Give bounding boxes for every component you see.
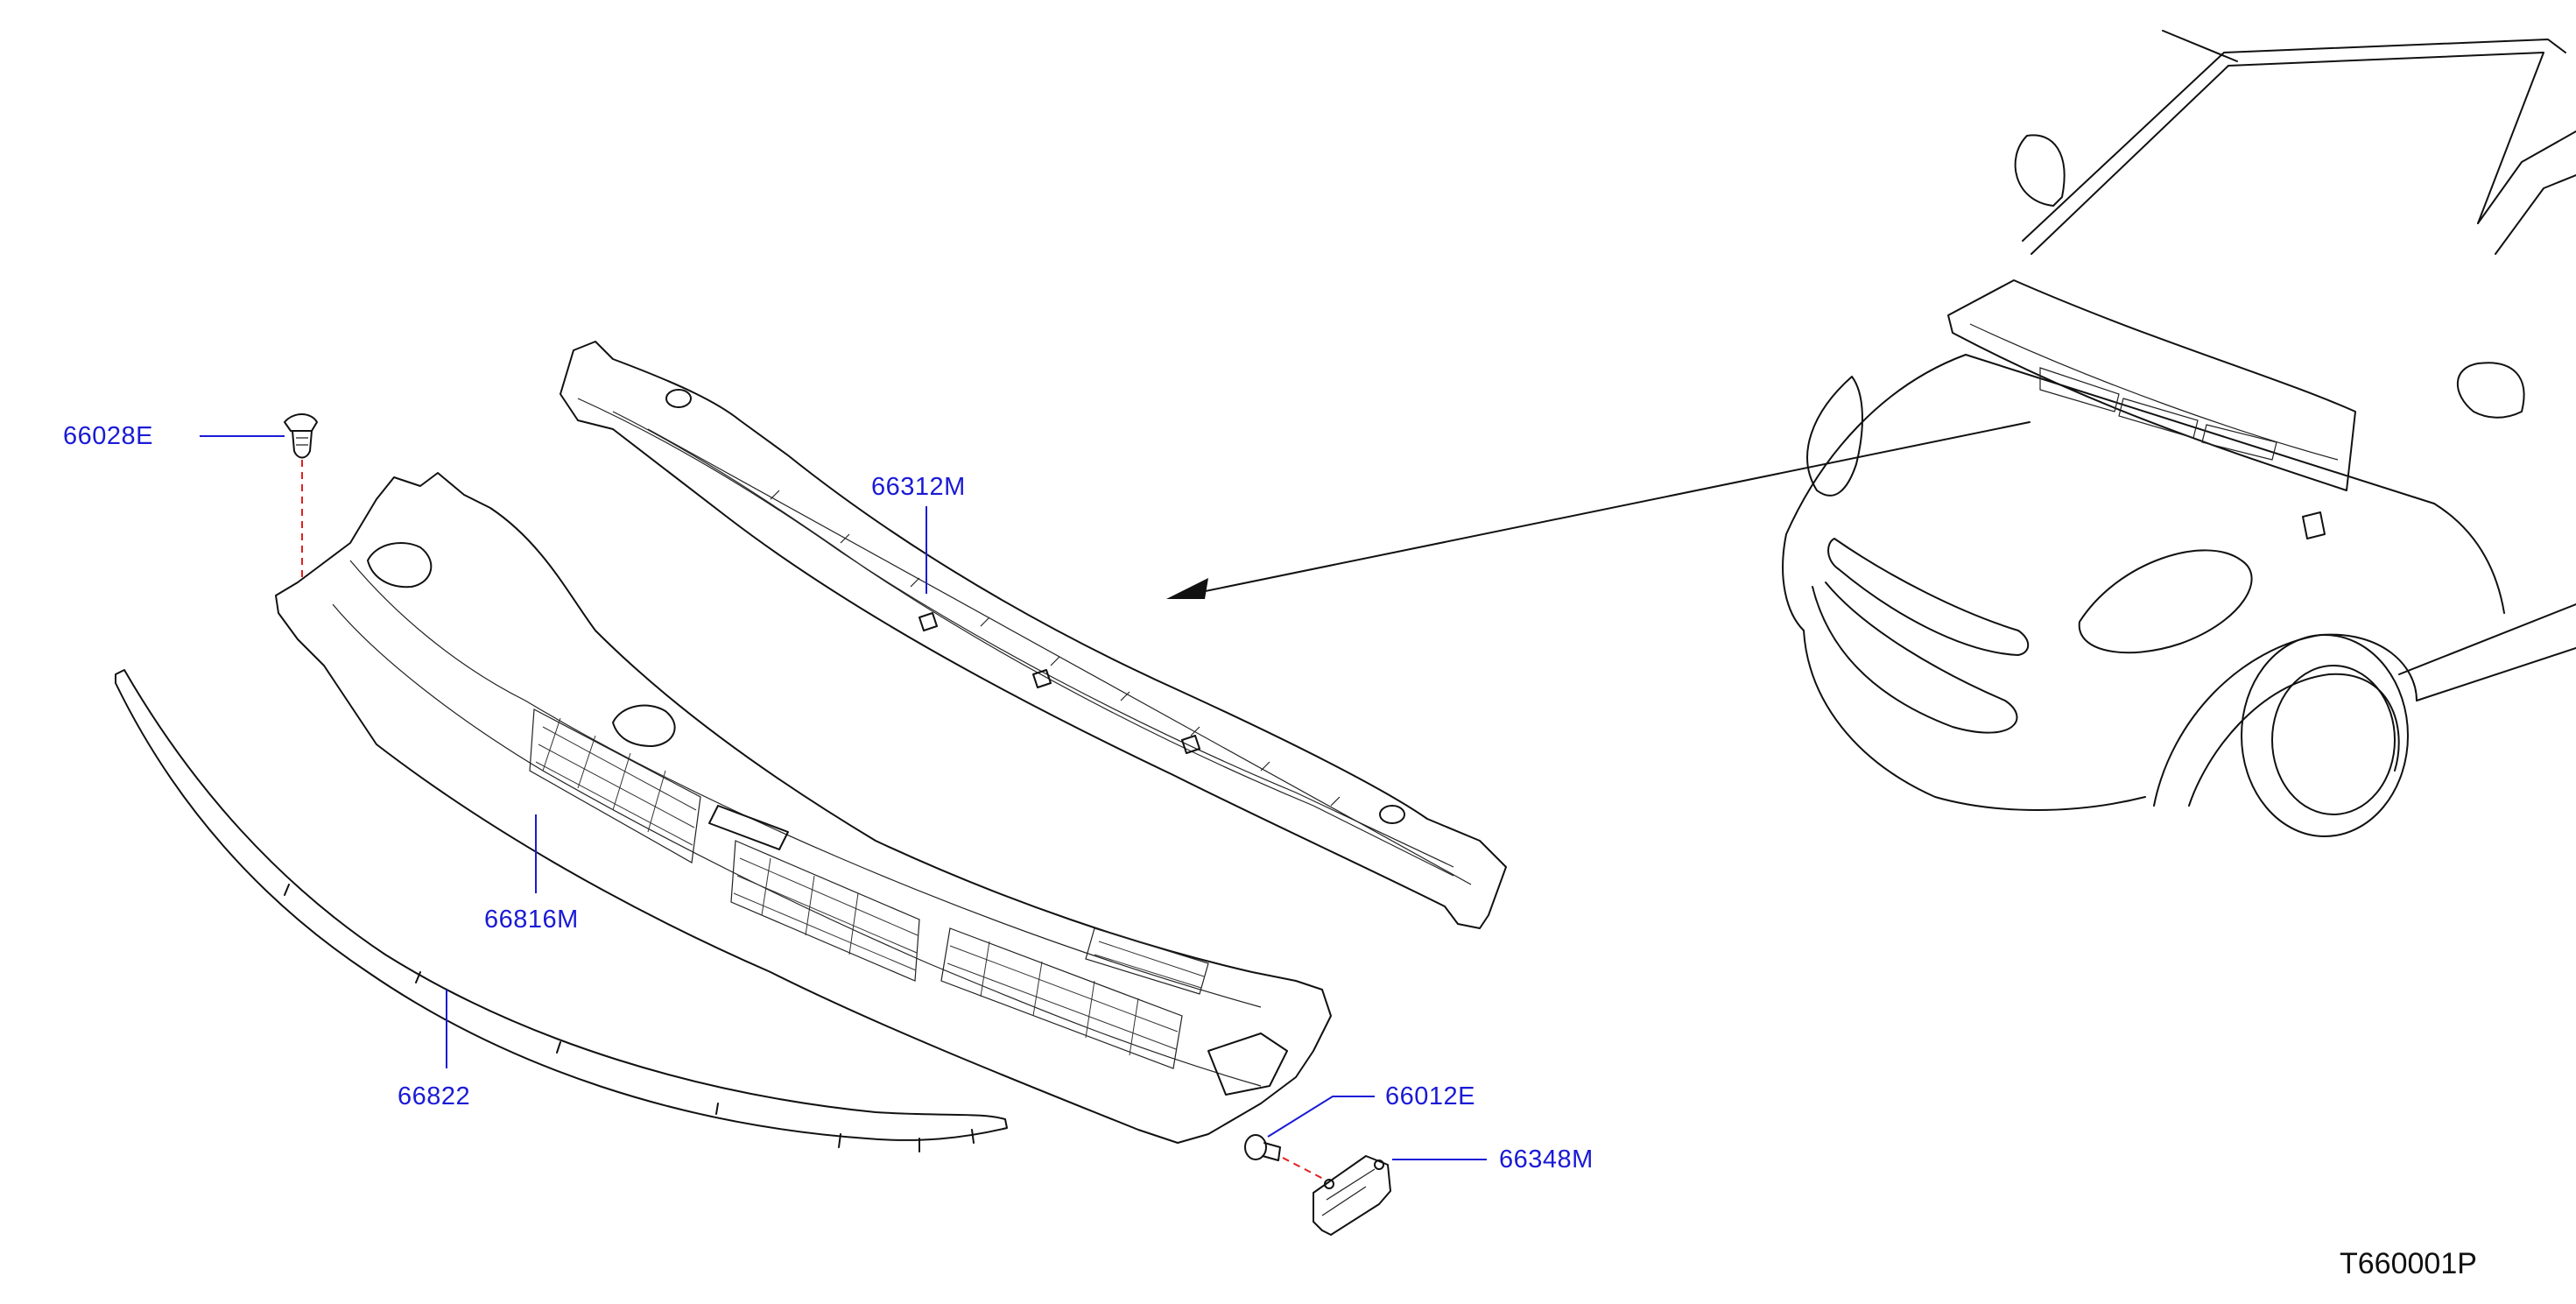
part-label-66028e[interactable]: 66028E xyxy=(63,422,153,450)
part-66312m-drawing xyxy=(560,341,1507,929)
part-label-66012e[interactable]: 66012E xyxy=(1385,1082,1475,1110)
part-label-66816m[interactable]: 66816M xyxy=(484,906,579,934)
part-label-66312m[interactable]: 66312M xyxy=(871,473,966,501)
leader-lines xyxy=(200,435,1487,1160)
part-label-66348m[interactable]: 66348M xyxy=(1499,1145,1594,1174)
part-66012e-drawing xyxy=(1244,1134,1327,1181)
part-label-66822[interactable]: 66822 xyxy=(398,1082,471,1110)
leader-66012e xyxy=(1267,1096,1375,1138)
car-outline xyxy=(1166,30,2576,837)
part-66816m-drawing xyxy=(275,472,1332,1144)
part-66822-drawing xyxy=(115,669,1008,1152)
part-66028e-drawing xyxy=(284,413,318,582)
part-66348m-drawing xyxy=(1313,1155,1391,1236)
drawing-id: T660001P xyxy=(2340,1247,2477,1280)
